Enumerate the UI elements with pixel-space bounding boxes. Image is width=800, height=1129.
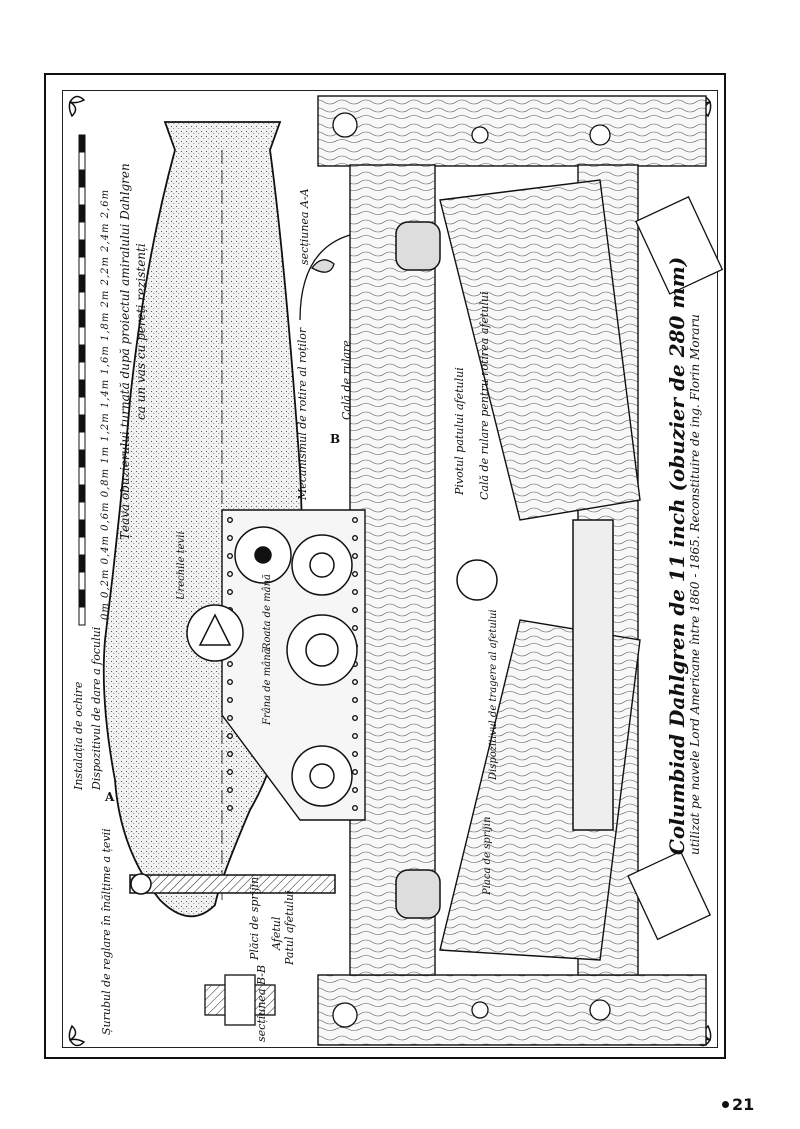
section-marker-b: B <box>330 432 341 446</box>
rivet <box>352 805 359 812</box>
label-sectiunea-aa: secțiunea A-A <box>298 188 311 265</box>
scale-segment <box>78 134 86 153</box>
label-instalatia: Instalația de ochire <box>72 681 85 790</box>
scale-label: 0m 0,2m 0,4m 0,6m 0,8m 1m 1,2m 1,4m 1,6m… <box>100 188 111 620</box>
rivet <box>226 553 233 560</box>
rivet <box>226 751 233 758</box>
rivet <box>352 589 359 596</box>
scale-segment <box>78 519 86 538</box>
scale-segment <box>78 274 86 293</box>
rivet <box>352 517 359 524</box>
rivet <box>352 535 359 542</box>
rivet <box>352 751 359 758</box>
rivet <box>226 535 233 542</box>
plate-subtitle: utilizat pe navele Lord Americane între … <box>688 314 702 855</box>
label-afetul: Afetul <box>270 916 283 950</box>
rivet <box>226 805 233 812</box>
scale-segment <box>78 449 86 468</box>
rivet <box>226 787 233 794</box>
rivet <box>226 589 233 596</box>
scale-segment <box>78 169 86 188</box>
rivet <box>226 697 233 704</box>
carriage-frame <box>317 95 707 1046</box>
rivet <box>352 787 359 794</box>
rivet <box>352 697 359 704</box>
bracket-details <box>332 112 724 1028</box>
page-number: 21 <box>722 1095 754 1114</box>
rivet <box>226 517 233 524</box>
rivet <box>352 715 359 722</box>
rivet <box>226 769 233 776</box>
scale-segment <box>78 589 86 608</box>
section-marker-a: A <box>105 790 115 804</box>
rivet <box>226 715 233 722</box>
rivet <box>352 733 359 740</box>
label-cala2: Cală de rulare pentru rotirea afetului <box>478 291 491 500</box>
plate-title: Columbiad Dahlgren de 11 inch (obuzier d… <box>665 256 689 855</box>
rivet <box>352 553 359 560</box>
label-sectiunea-bb: secțiunea B-B <box>255 964 268 1042</box>
page-number-text: 21 <box>732 1095 755 1114</box>
scale-segment <box>78 344 86 363</box>
plate-inner-border <box>62 90 718 1048</box>
label-surub: Șurubul de reglare în înălțime a țevii <box>100 828 113 1035</box>
scale-segment <box>78 379 86 398</box>
label-dispozitiv: Dispozitivul de tragere al afetului <box>488 609 499 780</box>
rivet <box>352 769 359 776</box>
section-aa <box>299 234 351 321</box>
label-cala: Cală de rulare <box>340 340 353 420</box>
scale-segment <box>78 414 86 433</box>
rivet <box>352 679 359 686</box>
scale-segment <box>78 309 86 328</box>
gear-wheels <box>186 526 358 807</box>
bullet-icon <box>722 1101 729 1108</box>
label-mecanism: Mecanismul de rotire al roților <box>296 327 309 500</box>
label-tragere-focului: Dispozitivul de dare a focului <box>90 626 103 790</box>
scale-segment <box>78 484 86 503</box>
barrel-note: Țeava obuzierului turnată după proiectul… <box>118 163 132 540</box>
label-franare: Frâna de mână <box>262 648 273 725</box>
rivet <box>352 625 359 632</box>
rivet <box>226 661 233 668</box>
scale-segment <box>78 204 86 223</box>
scale-segment <box>78 239 86 258</box>
rollers <box>395 221 614 919</box>
rivet <box>352 607 359 614</box>
label-placa: Placa de sprijin <box>482 816 493 895</box>
label-patul: Patul afetului <box>283 890 296 965</box>
barrel-note-2: ca un vas cu pereți rezistenți <box>134 243 148 420</box>
label-placi: Plăci de sprijin <box>248 876 261 960</box>
rivet <box>226 571 233 578</box>
label-urechi: Urechile țevii <box>176 531 187 600</box>
rivet <box>352 571 359 578</box>
elevation-screw <box>129 873 336 895</box>
label-roata: Roata de mână <box>262 573 273 650</box>
section-bb <box>204 974 276 1026</box>
scale-bar <box>78 134 86 626</box>
rivet <box>226 733 233 740</box>
rivet <box>226 679 233 686</box>
scale-segment <box>78 554 86 573</box>
label-pivot: Pivotul patului afetului <box>453 367 466 495</box>
